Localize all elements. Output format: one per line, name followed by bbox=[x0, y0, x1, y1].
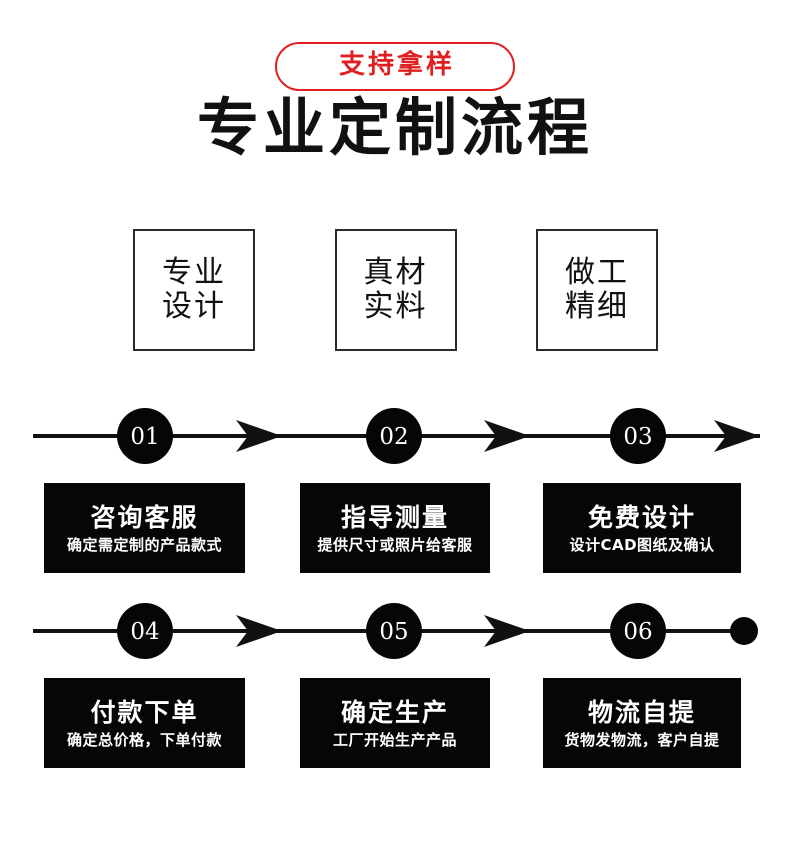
feature-line-1: 专业 bbox=[162, 255, 226, 291]
feature-box-group: 专业 设计 真材 实料 做工 精细 bbox=[133, 229, 658, 351]
step-card-03: 免费设计 设计CAD图纸及确认 bbox=[543, 483, 741, 573]
step-node-02 bbox=[366, 408, 422, 464]
arrow-head-icon-2 bbox=[484, 420, 530, 452]
feature-line-2: 设计 bbox=[162, 289, 226, 324]
step-card-title: 免费设计 bbox=[587, 502, 696, 532]
arrow-head-icon-3 bbox=[714, 420, 760, 452]
step-number-04: 04 bbox=[130, 619, 159, 645]
feature-box-genuine-materials: 真材 实料 bbox=[334, 229, 457, 351]
feature-line-2: 精细 bbox=[565, 289, 629, 324]
feature-box-professional-design: 专业 设计 bbox=[133, 229, 255, 351]
step-card-05: 确定生产 工厂开始生产产品 bbox=[300, 678, 490, 768]
feature-box-fine-workmanship: 做工 精细 bbox=[536, 229, 658, 351]
page-title: 专业定制流程 bbox=[196, 91, 593, 164]
step-card-subtitle: 提供尺寸或照片给客服 bbox=[317, 536, 473, 555]
step-card-subtitle: 工厂开始生产产品 bbox=[332, 731, 457, 750]
step-card-title: 指导测量 bbox=[340, 502, 449, 532]
badge-container: 支持拿样 bbox=[0, 42, 790, 92]
step-node-06 bbox=[610, 603, 666, 659]
step-card-title: 咨询客服 bbox=[90, 502, 199, 532]
step-card-row-2: 付款下单 确定总价格，下单付款 确定生产 工厂开始生产产品 物流自提 货物发物流… bbox=[0, 678, 790, 768]
step-card-06: 物流自提 货物发物流，客户自提 bbox=[543, 678, 741, 768]
step-number-01: 01 bbox=[130, 424, 159, 450]
step-number-05: 05 bbox=[379, 619, 408, 645]
step-card-subtitle: 确定总价格，下单付款 bbox=[66, 731, 222, 750]
timeline-graphic-row-2: 04 05 06 bbox=[33, 603, 758, 659]
step-node-04 bbox=[117, 603, 173, 659]
step-number-02: 02 bbox=[379, 424, 408, 450]
feature-line-2: 实料 bbox=[363, 289, 428, 324]
step-card-02: 指导测量 提供尺寸或照片给客服 bbox=[300, 483, 490, 573]
timeline-row-2: 04 05 06 bbox=[0, 601, 790, 661]
feature-line-1: 做工 bbox=[565, 255, 629, 291]
step-card-title: 物流自提 bbox=[587, 697, 696, 727]
arrow-head-icon-5 bbox=[484, 615, 530, 647]
step-number-03: 03 bbox=[623, 424, 652, 450]
step-card-subtitle: 确定需定制的产品款式 bbox=[66, 536, 222, 555]
feature-line-1: 真材 bbox=[363, 255, 428, 291]
step-card-title: 确定生产 bbox=[340, 697, 449, 727]
step-card-04: 付款下单 确定总价格，下单付款 bbox=[44, 678, 245, 768]
timeline-graphic-row-1: 01 02 03 bbox=[33, 408, 760, 464]
step-card-01: 咨询客服 确定需定制的产品款式 bbox=[44, 483, 245, 573]
step-card-subtitle: 货物发物流，客户自提 bbox=[564, 731, 720, 750]
step-node-05 bbox=[366, 603, 422, 659]
step-card-row-1: 咨询客服 确定需定制的产品款式 指导测量 提供尺寸或照片给客服 免费设计 设计C… bbox=[0, 483, 790, 573]
arrow-head-icon-4 bbox=[236, 615, 282, 647]
step-node-01 bbox=[117, 408, 173, 464]
step-number-06: 06 bbox=[623, 619, 652, 645]
timeline-end-dot-icon bbox=[730, 617, 758, 645]
sample-support-badge: 支持拿样 bbox=[275, 42, 515, 92]
timeline-row-1: 01 02 03 bbox=[0, 406, 790, 466]
step-card-title: 付款下单 bbox=[90, 697, 199, 727]
step-card-subtitle: 设计CAD图纸及确认 bbox=[569, 536, 715, 555]
step-node-03 bbox=[610, 408, 666, 464]
arrow-head-icon-1 bbox=[236, 420, 282, 452]
